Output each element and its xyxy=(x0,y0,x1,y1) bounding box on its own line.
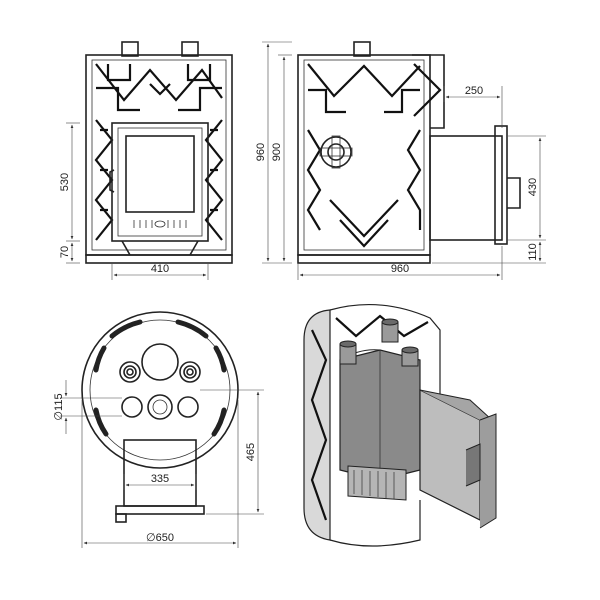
top-port-left xyxy=(121,396,143,418)
front-view: 530 70 410 xyxy=(59,41,233,280)
side-tunnel xyxy=(429,135,503,241)
dim-335-label: 335 xyxy=(151,473,169,485)
top-tunnel-flange xyxy=(115,505,205,515)
side-center-medallion xyxy=(319,135,353,169)
dim-115-label: ∅115 xyxy=(53,393,65,420)
side-inner-outline xyxy=(303,59,425,251)
top-port-right xyxy=(177,396,199,418)
top-chimney-right xyxy=(179,361,201,383)
dim-650-label: ∅650 xyxy=(146,532,174,544)
chimney-stub-left xyxy=(121,41,139,57)
door-handle xyxy=(109,169,115,193)
dim-900-label: 900 xyxy=(271,143,283,161)
top-chimney-main xyxy=(141,343,179,381)
cutaway-grate xyxy=(347,465,407,501)
cutaway-chimneys xyxy=(339,318,419,367)
cutaway-shell-left xyxy=(303,309,331,541)
chimney-stub-right xyxy=(181,41,199,57)
cutaway-lattice-left xyxy=(310,329,328,521)
side-base xyxy=(297,254,431,264)
front-base xyxy=(85,254,233,264)
front-lattice-pattern xyxy=(94,63,224,241)
cutaway-lattice-top xyxy=(335,314,429,338)
dim-430-label: 430 xyxy=(527,178,539,196)
dim-250-label: 250 xyxy=(465,85,483,97)
front-inner-outline xyxy=(91,59,227,251)
dim-960-height-label: 960 xyxy=(255,143,267,161)
top-tunnel-handle xyxy=(115,513,127,523)
cutaway-3d-view xyxy=(303,303,497,547)
cutaway-shell-top xyxy=(329,303,441,431)
top-ring-slots xyxy=(93,319,227,437)
side-tunnel-flange xyxy=(494,125,508,245)
top-chimney-left xyxy=(119,361,141,383)
top-port-center xyxy=(147,394,173,420)
ash-vents xyxy=(133,220,187,228)
side-chimney-stub xyxy=(353,41,371,57)
dim-110-label: 110 xyxy=(527,243,539,261)
dim-530-label: 530 xyxy=(59,173,71,191)
front-legs xyxy=(121,240,199,256)
cutaway-tunnel-flange xyxy=(479,413,497,529)
door-panel xyxy=(117,127,203,237)
side-tunnel-handle xyxy=(507,177,521,209)
cutaway-tunnel-handle xyxy=(465,443,481,487)
dim-410-label: 410 xyxy=(151,263,169,275)
dim-465-label: 465 xyxy=(245,443,257,461)
dim-960-width-label: 960 xyxy=(391,263,409,275)
door-glass xyxy=(125,135,195,213)
dim-70-label: 70 xyxy=(59,246,71,258)
side-view: 960 900 250 430 110 960 xyxy=(255,41,546,280)
side-lattice-pattern xyxy=(306,63,442,248)
top-view: ∅115 335 465 ∅650 xyxy=(53,311,264,548)
door-frame xyxy=(111,122,209,242)
